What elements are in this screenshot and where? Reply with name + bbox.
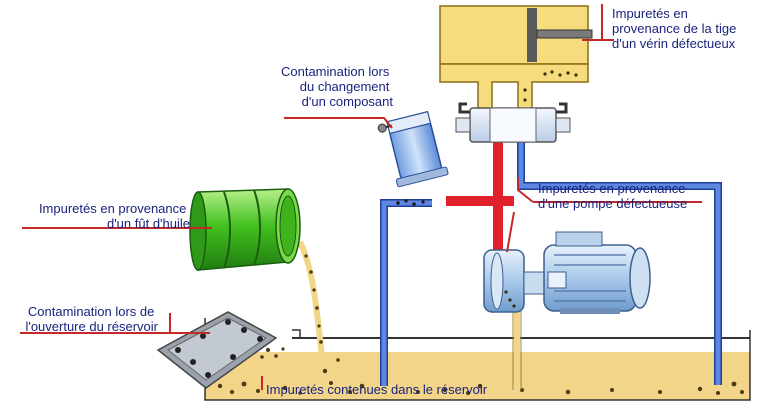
pointer-pump-1 — [517, 178, 534, 203]
pump-body — [483, 249, 525, 313]
label-drum: Impuretés en provenance d'un fût d'huile — [39, 201, 190, 231]
return-pipe — [381, 200, 432, 386]
cylinder-rod — [536, 29, 593, 39]
pump-motor-unit — [483, 231, 651, 314]
hydraulic-cylinder — [439, 5, 593, 111]
pointer-pump-3 — [506, 211, 515, 253]
pointer-component-change — [284, 117, 393, 129]
pressure-line — [446, 142, 514, 262]
oil-stream — [297, 240, 325, 359]
cylinder-return-pipe — [518, 140, 721, 385]
label-component-change: Contamination lors du changement d'un co… — [281, 64, 393, 109]
label-pump: Impuretés en provenance d'une pompe défe… — [538, 181, 689, 211]
reservoir-opening-edge — [292, 329, 301, 338]
replacement-component — [377, 110, 449, 188]
stream-impurities — [304, 254, 323, 344]
label-cylinder-rod: Impuretés en provenance de la tige d'un … — [612, 6, 740, 51]
label-pointers — [20, 4, 702, 390]
label-reservoir: Impuretés contenues dans le réservoir — [266, 382, 488, 397]
reservoir-impurities — [217, 358, 744, 395]
oil-drum — [189, 188, 301, 271]
directional-valve — [455, 102, 571, 143]
label-reservoir-opening: Contamination lors de l'ouverture du rés… — [25, 304, 158, 334]
return-pipe-impurities — [396, 199, 425, 206]
reservoir-cover-plate — [156, 311, 285, 389]
